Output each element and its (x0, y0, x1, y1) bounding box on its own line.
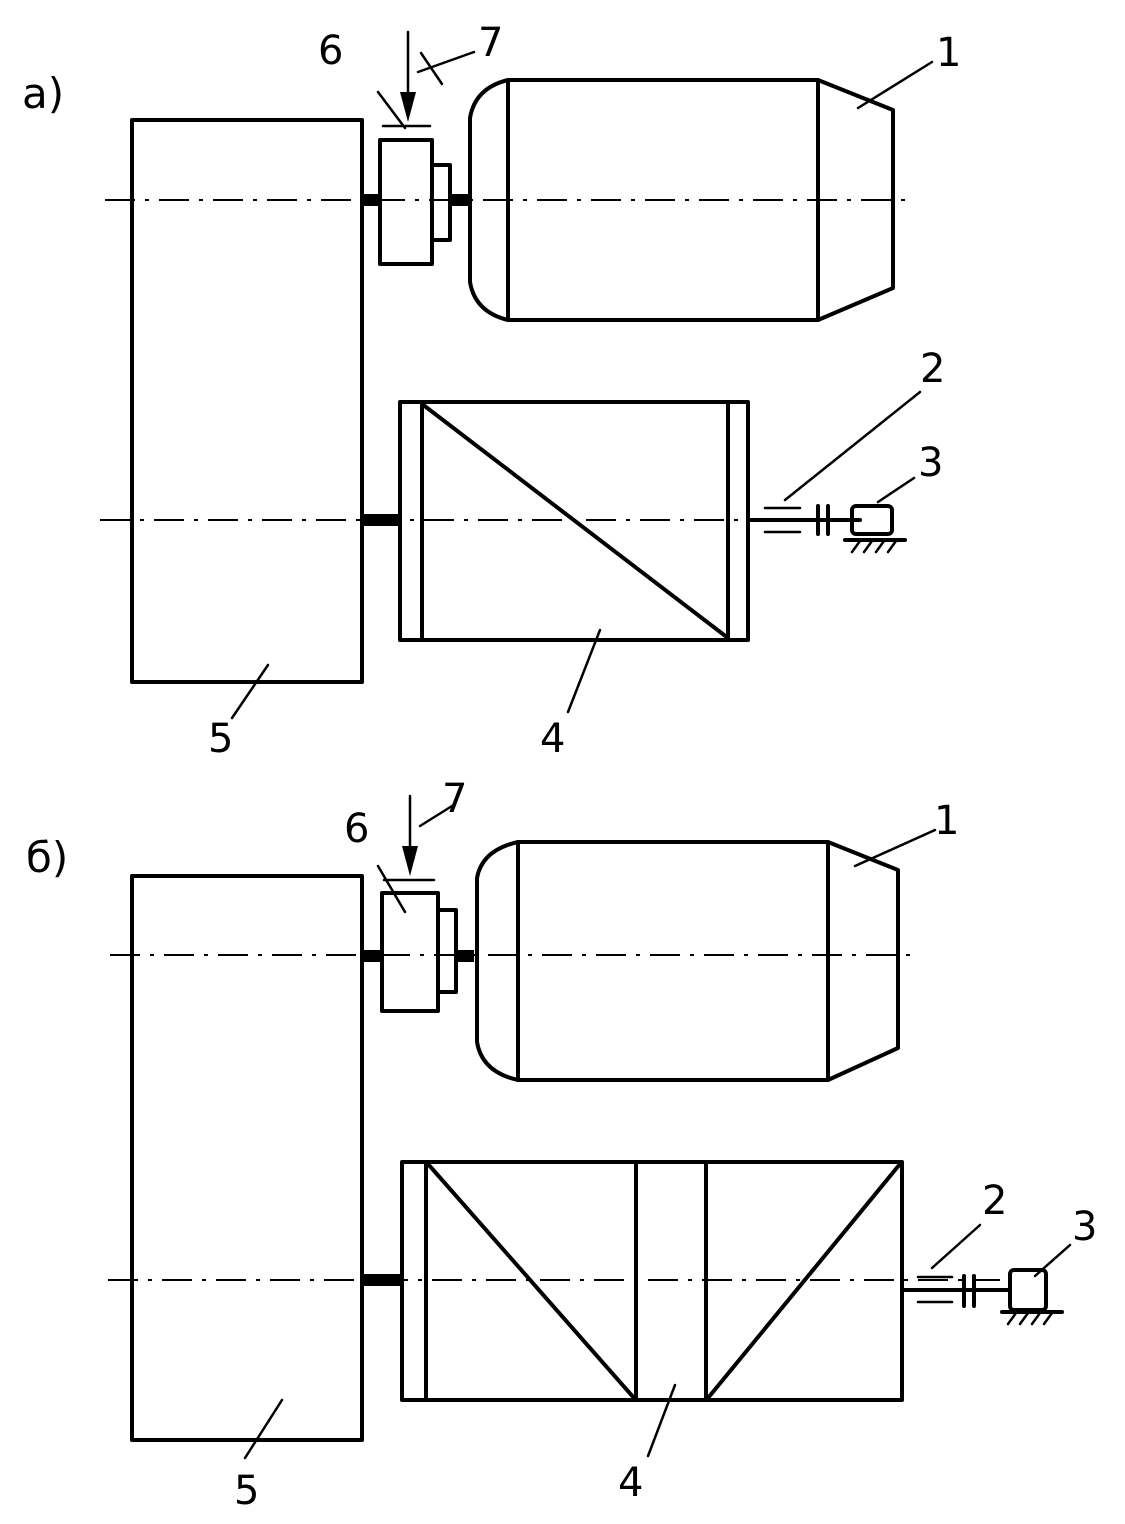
clutch (900, 1274, 1012, 1308)
callout-force: 7 (442, 776, 467, 822)
panel-a-label: а) (22, 69, 64, 118)
drum (362, 400, 750, 642)
panel-b: б) (26, 776, 1097, 1514)
drum (362, 1160, 904, 1402)
callout-leader-force (416, 50, 476, 74)
callout-gearbox: 5 (234, 1468, 259, 1514)
callout-support: 3 (918, 440, 943, 486)
callout-leader-support (1033, 1243, 1072, 1278)
callout-gearbox: 5 (208, 716, 233, 762)
callout-clutch: 2 (982, 1178, 1007, 1224)
callout-drum: 4 (540, 716, 565, 762)
callout-drum: 4 (618, 1460, 643, 1506)
callout-clutch: 2 (920, 346, 945, 392)
callout-support: 3 (1072, 1204, 1097, 1250)
callout-motor: 1 (936, 30, 961, 76)
callout-leader-clutch (783, 390, 922, 502)
support (1000, 1268, 1064, 1326)
callout-leader-motor (853, 828, 937, 868)
support (843, 504, 907, 554)
callout-motor: 1 (934, 798, 959, 844)
callout-leader-motor (856, 60, 934, 110)
callout-force: 7 (478, 20, 503, 66)
callout-leader-brake (376, 864, 407, 914)
callout-brake: 6 (344, 806, 369, 852)
callout-leader-gearbox (243, 1398, 284, 1460)
callout-leader-gearbox (230, 663, 270, 720)
force-arrow (400, 30, 416, 122)
motor (468, 78, 895, 322)
callout-leader-support (876, 476, 916, 504)
panel-a: а) (22, 20, 961, 762)
clutch (746, 504, 862, 536)
callout-leader-clutch (930, 1223, 982, 1270)
callout-leader-drum (566, 628, 602, 714)
panel-b-label: б) (26, 833, 68, 882)
callout-leader-force (418, 804, 454, 828)
force-arrow (402, 794, 418, 876)
gearbox (130, 874, 364, 1442)
brake (362, 124, 472, 266)
callout-brake: 6 (318, 28, 343, 74)
callout-leader-brake (376, 90, 407, 130)
motor (475, 840, 900, 1082)
brake (362, 878, 474, 1013)
gearbox (130, 118, 364, 684)
callout-leader-drum (646, 1383, 677, 1458)
